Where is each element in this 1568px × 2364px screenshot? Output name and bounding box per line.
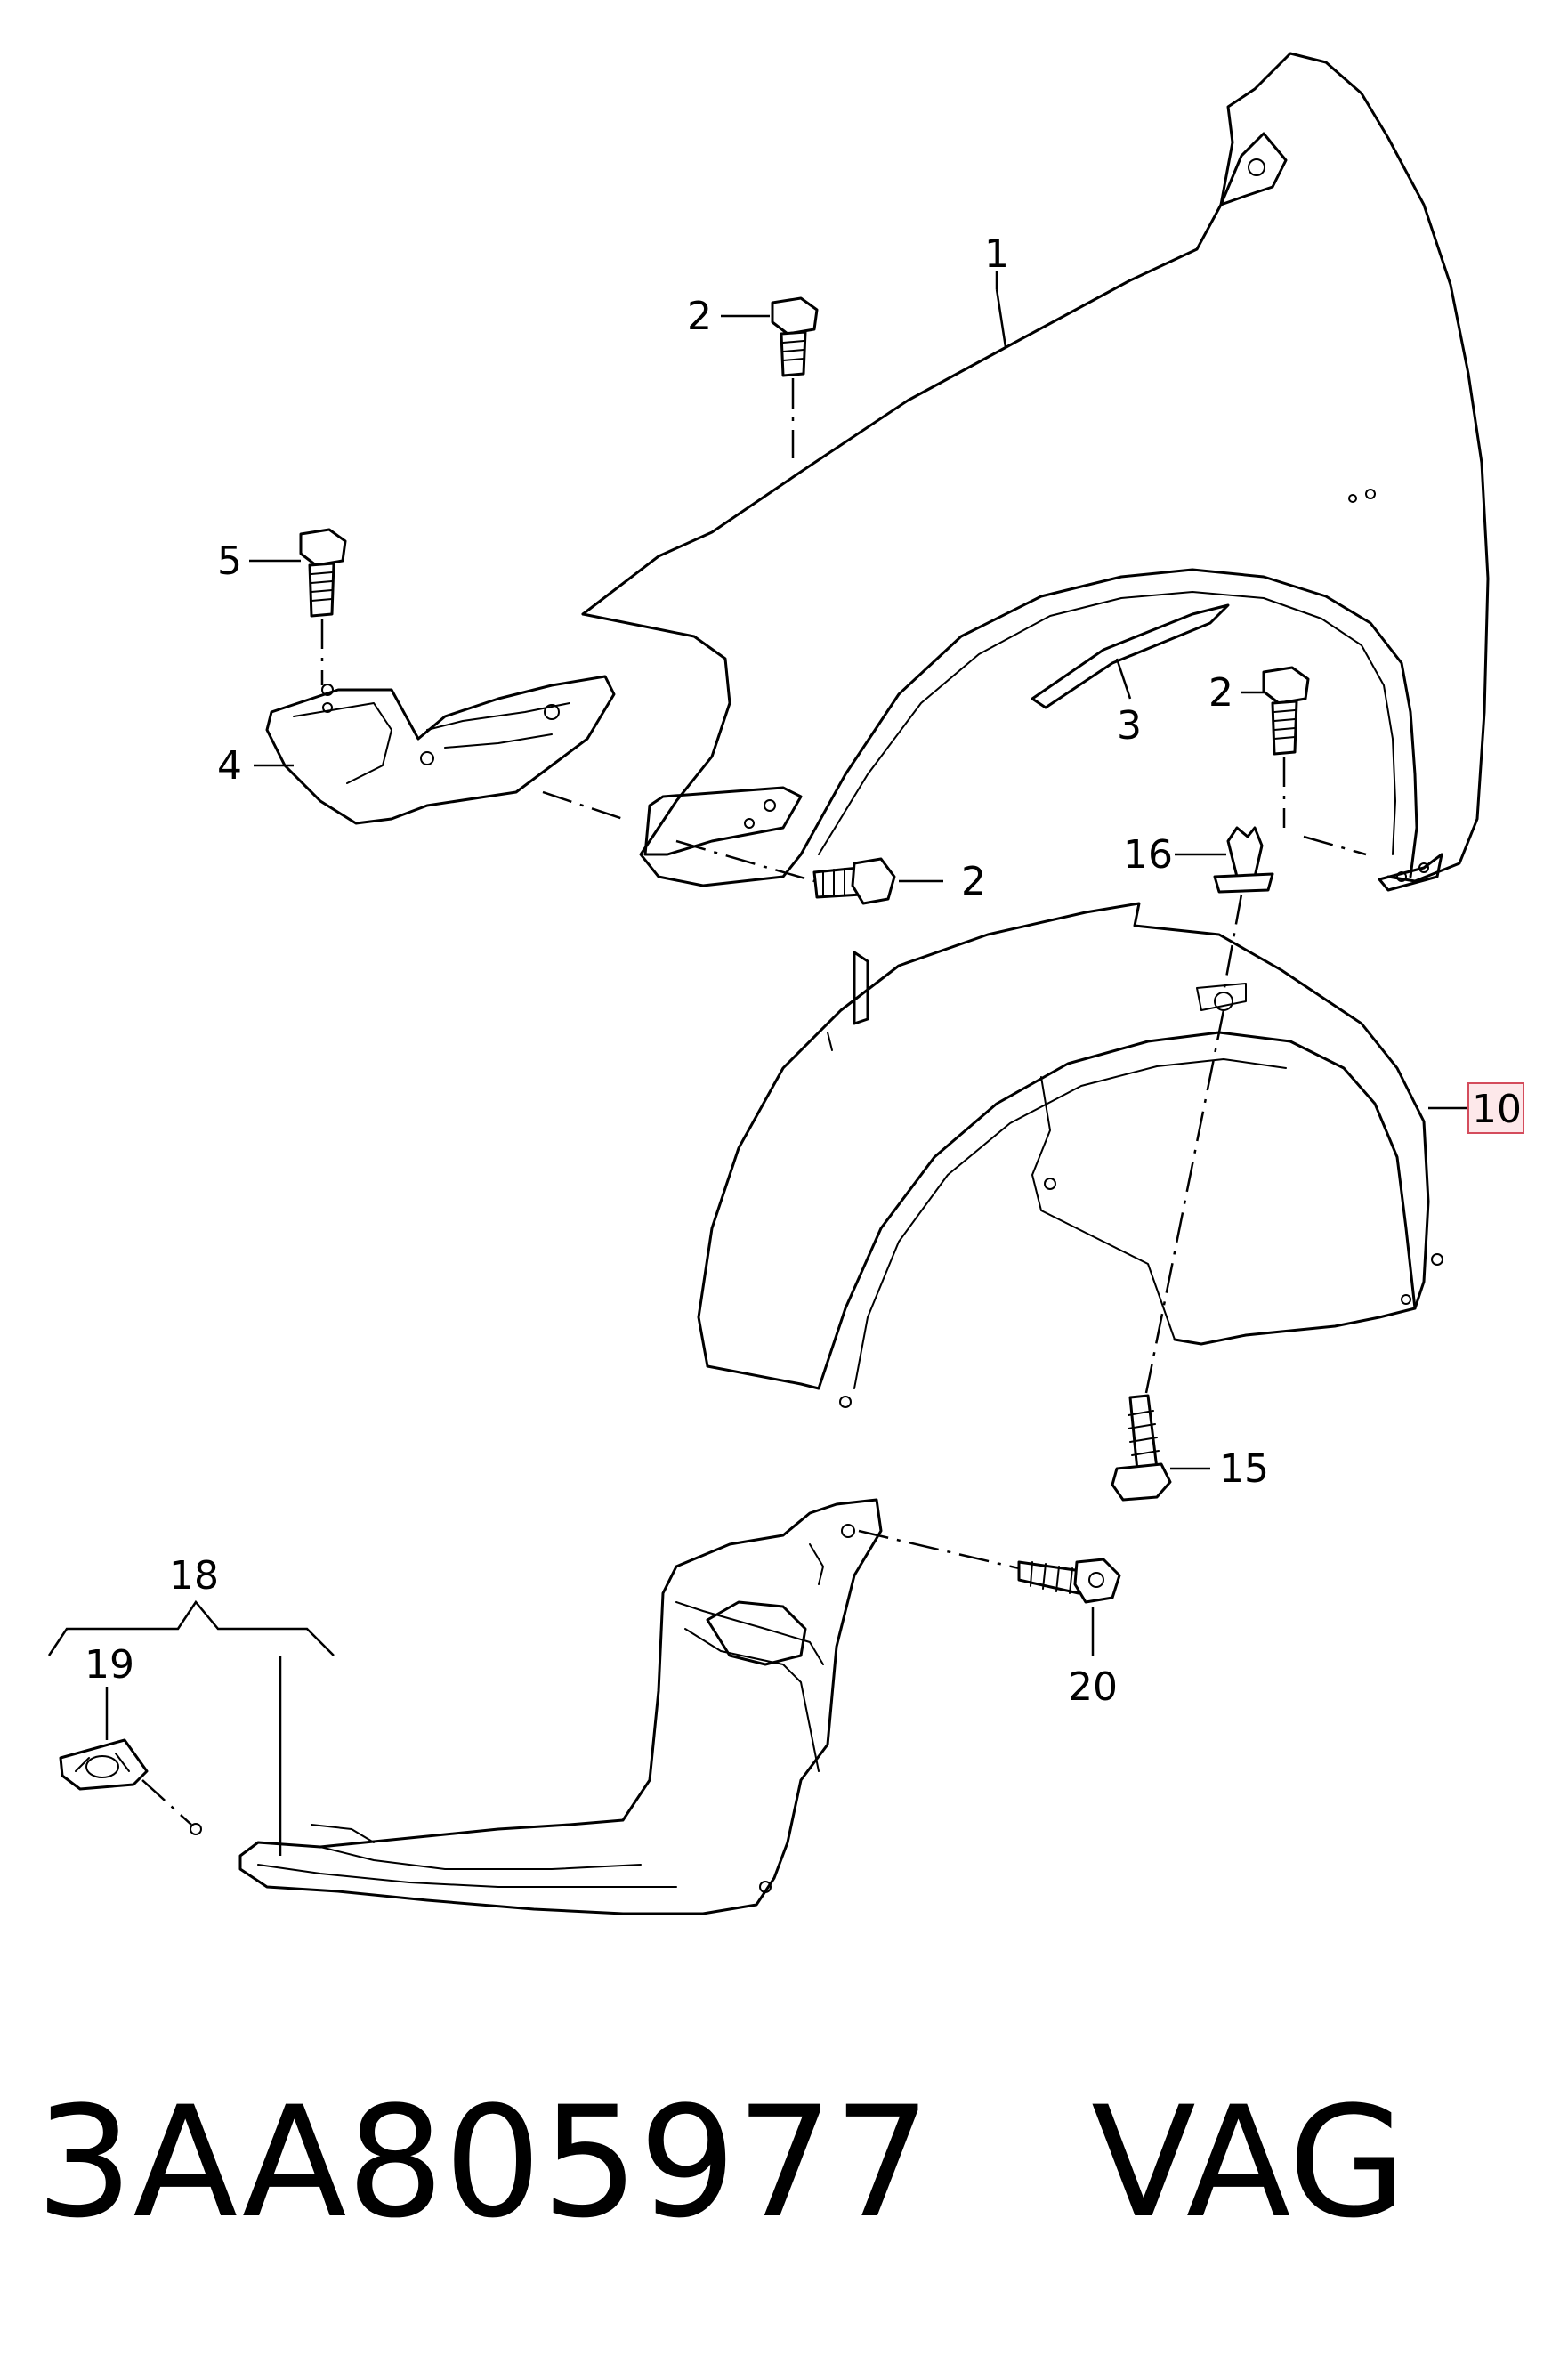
callout-16: 16	[1123, 832, 1173, 878]
callout-3: 3	[1117, 703, 1142, 749]
trim-strip-part-3	[1031, 603, 1230, 709]
clip-part-16	[1213, 826, 1274, 894]
bolt-part-2-right	[1262, 666, 1310, 756]
assembly-line-screw15	[1144, 1009, 1225, 1394]
assembly-line-nut19	[141, 1779, 192, 1826]
bracket-part-4	[265, 675, 616, 825]
assembly-line-bolt2-right-b	[1303, 835, 1367, 856]
callout-18: 18	[169, 1553, 219, 1599]
assembly-line-bolt2-horizontal	[675, 839, 815, 883]
callout-4: 4	[217, 743, 242, 789]
lower-cover-part-18	[190, 1498, 883, 1915]
assembly-line-screw20	[858, 1529, 1020, 1570]
callout-20: 20	[1068, 1664, 1118, 1710]
callout-2-upper: 2	[687, 294, 712, 339]
callout-2-right: 2	[1208, 670, 1233, 716]
speed-nut-part-19	[59, 1738, 149, 1791]
callout-2-horizontal: 2	[961, 859, 986, 904]
brand-name: VAG	[1091, 2073, 1407, 2252]
bolt-part-5	[299, 528, 347, 618]
screw-part-15	[1111, 1394, 1172, 1502]
callout-10: 10	[1472, 1087, 1522, 1132]
callout-15: 15	[1219, 1446, 1269, 1492]
bolt-part-2-upper	[771, 296, 819, 377]
wheel-arch-liner-part-10	[697, 902, 1443, 1408]
callout-19: 19	[85, 1642, 134, 1688]
callout-10-highlight	[1467, 1082, 1524, 1134]
assembly-line-clip16	[1222, 894, 1243, 993]
callout-1: 1	[984, 231, 1009, 277]
callout-5: 5	[217, 538, 242, 584]
screw-part-20	[1017, 1558, 1121, 1604]
part-caption: 3AA805977 VAG	[36, 2047, 1548, 2279]
bolt-part-2-horizontal	[812, 857, 896, 905]
exploded-parts-diagram: 1 2 5 4 3 2 16 2 10 15 18 19 20	[47, 52, 1524, 1915]
fender-part-1	[581, 52, 1490, 892]
assembly-line-bracket	[542, 790, 624, 821]
part-number: 3AA805977	[36, 2073, 932, 2252]
